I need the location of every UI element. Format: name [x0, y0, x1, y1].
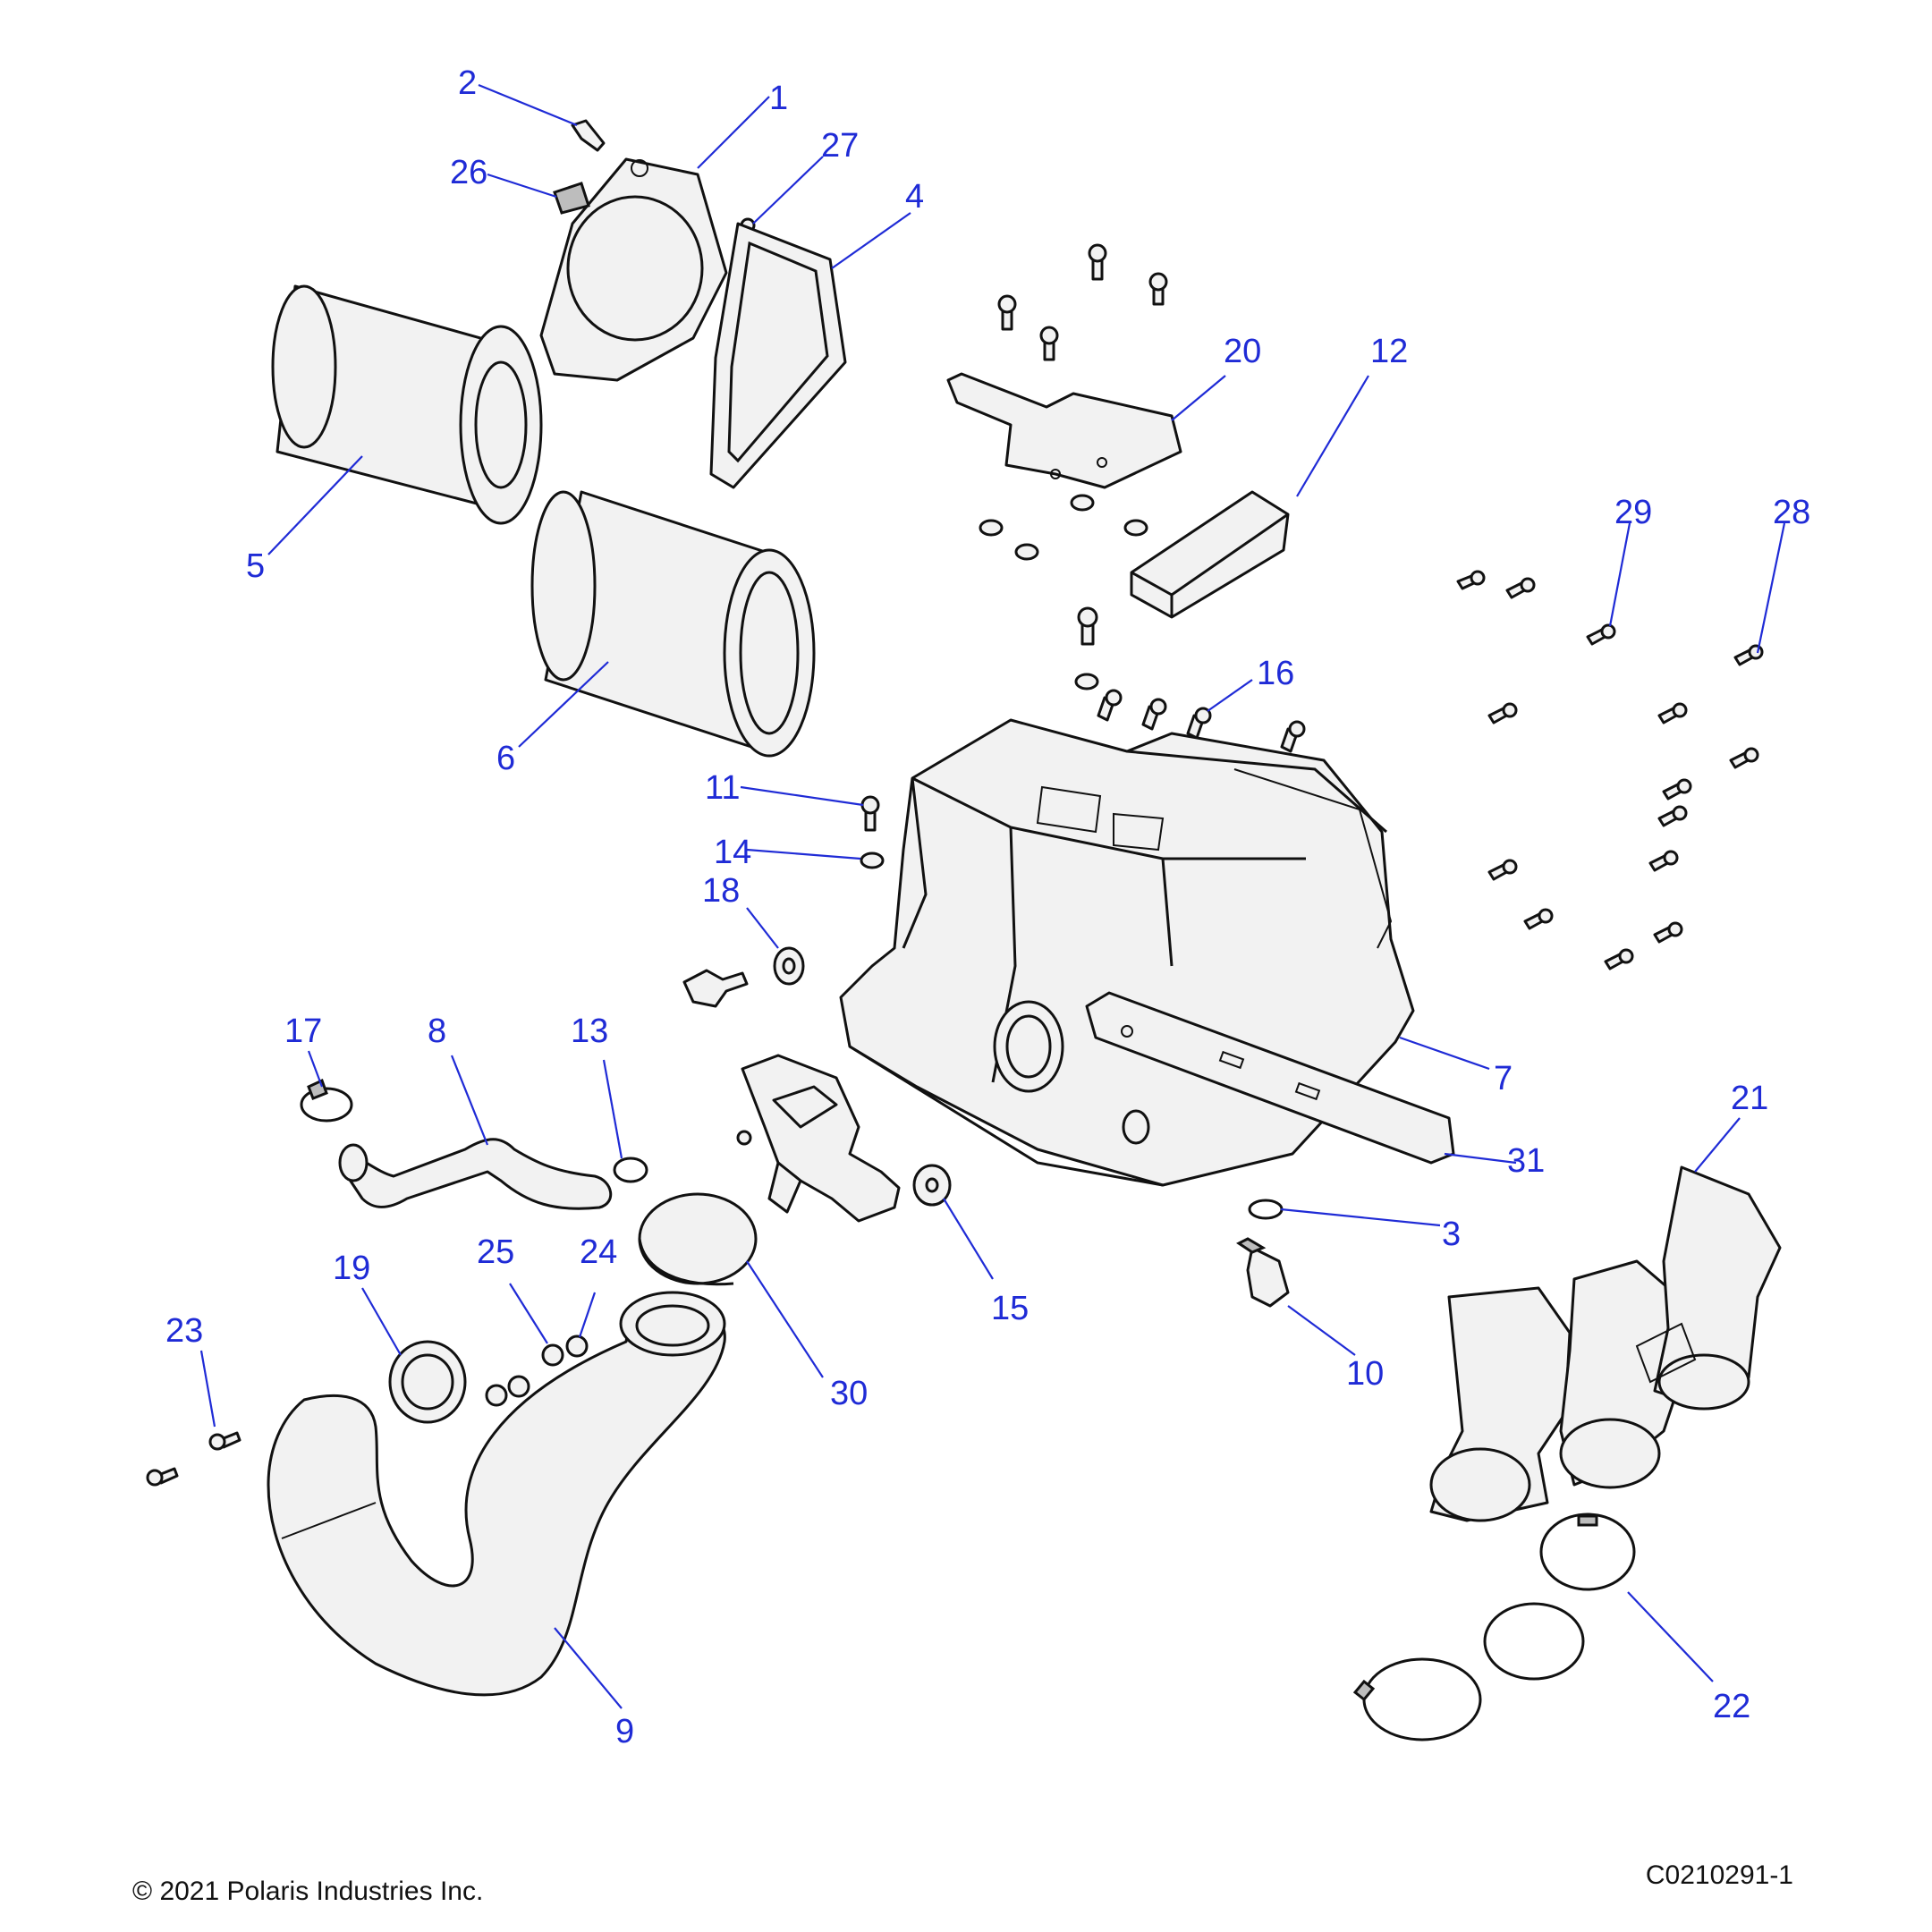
callout-28: 28 — [1773, 494, 1810, 531]
part-20-bracket — [946, 372, 1182, 489]
part-30-cap — [638, 1192, 758, 1286]
callout-13: 13 — [571, 1013, 608, 1050]
part-1-cover-plate — [539, 157, 728, 382]
callout-29: 29 — [1614, 494, 1652, 531]
callout-21: 21 — [1731, 1080, 1768, 1117]
callout-numbers: 1 2 3 4 5 6 7 8 9 10 11 12 13 14 15 16 1… — [165, 64, 1810, 1750]
leader-lines — [199, 83, 1786, 1709]
callout-27: 27 — [821, 127, 859, 165]
callout-22: 22 — [1713, 1688, 1750, 1725]
callout-3: 3 — [1442, 1216, 1461, 1253]
callout-11: 11 — [705, 769, 740, 807]
sensor — [682, 969, 749, 1008]
part-3-o-ring — [1248, 1199, 1284, 1220]
callout-30: 30 — [830, 1375, 868, 1412]
callout-26: 26 — [450, 154, 487, 191]
part-14-washer — [860, 852, 885, 869]
callout-6: 6 — [496, 740, 515, 777]
part-17-clamp — [300, 1078, 353, 1123]
callout-7: 7 — [1494, 1060, 1513, 1097]
part-21-intake-ducts — [1429, 1165, 1782, 1522]
callout-4: 4 — [905, 178, 924, 216]
part-16-bolts — [1074, 606, 1306, 753]
part-22-clamps — [1352, 1513, 1636, 1741]
bracket-bolts — [997, 243, 1168, 361]
part-31-strap — [1085, 991, 1455, 1165]
callout-17: 17 — [284, 1013, 322, 1050]
callout-18: 18 — [702, 872, 740, 910]
callout-16: 16 — [1257, 655, 1294, 692]
callout-12: 12 — [1370, 333, 1408, 370]
part-10-fitting — [1236, 1237, 1290, 1308]
valve-assembly — [736, 1054, 901, 1223]
part-2-pin — [571, 119, 606, 152]
part-18-grommet — [773, 946, 805, 986]
bracket-grommets — [979, 494, 1148, 561]
part-11-bolt — [860, 795, 880, 832]
part-4-gasket — [709, 222, 847, 489]
part-6-pre-filter-sleeve — [530, 490, 816, 758]
part-13-clamp — [613, 1157, 648, 1183]
drawing-id: C0210291-1 — [1645, 1860, 1793, 1890]
callout-24: 24 — [580, 1233, 617, 1271]
part-12-foam-block — [1130, 490, 1290, 619]
callout-2: 2 — [458, 64, 477, 102]
callout-19: 19 — [333, 1250, 370, 1287]
copyright-notice: © 2021 Polaris Industries Inc. — [132, 1877, 484, 1906]
callout-15: 15 — [991, 1290, 1029, 1327]
callout-23: 23 — [165, 1312, 203, 1350]
part-24-25-grommets — [485, 1335, 589, 1407]
callout-9: 9 — [615, 1713, 634, 1750]
part-26-clip — [553, 182, 590, 215]
callout-20: 20 — [1224, 333, 1261, 370]
callout-25: 25 — [477, 1233, 514, 1271]
callout-31: 31 — [1507, 1142, 1545, 1180]
part-5-air-filter — [271, 284, 543, 525]
part-9-intake-duct — [267, 1291, 726, 1697]
callout-14: 14 — [714, 834, 751, 871]
part-15-grommet — [912, 1164, 952, 1207]
callout-5: 5 — [246, 547, 265, 585]
part-8-hose — [338, 1138, 613, 1210]
callout-1: 1 — [769, 80, 788, 117]
callout-10: 10 — [1346, 1355, 1384, 1393]
part-23-screws — [146, 1431, 242, 1487]
loose-screws-right — [1456, 570, 1764, 970]
part-19-seal — [388, 1340, 467, 1424]
callout-8: 8 — [428, 1013, 446, 1050]
